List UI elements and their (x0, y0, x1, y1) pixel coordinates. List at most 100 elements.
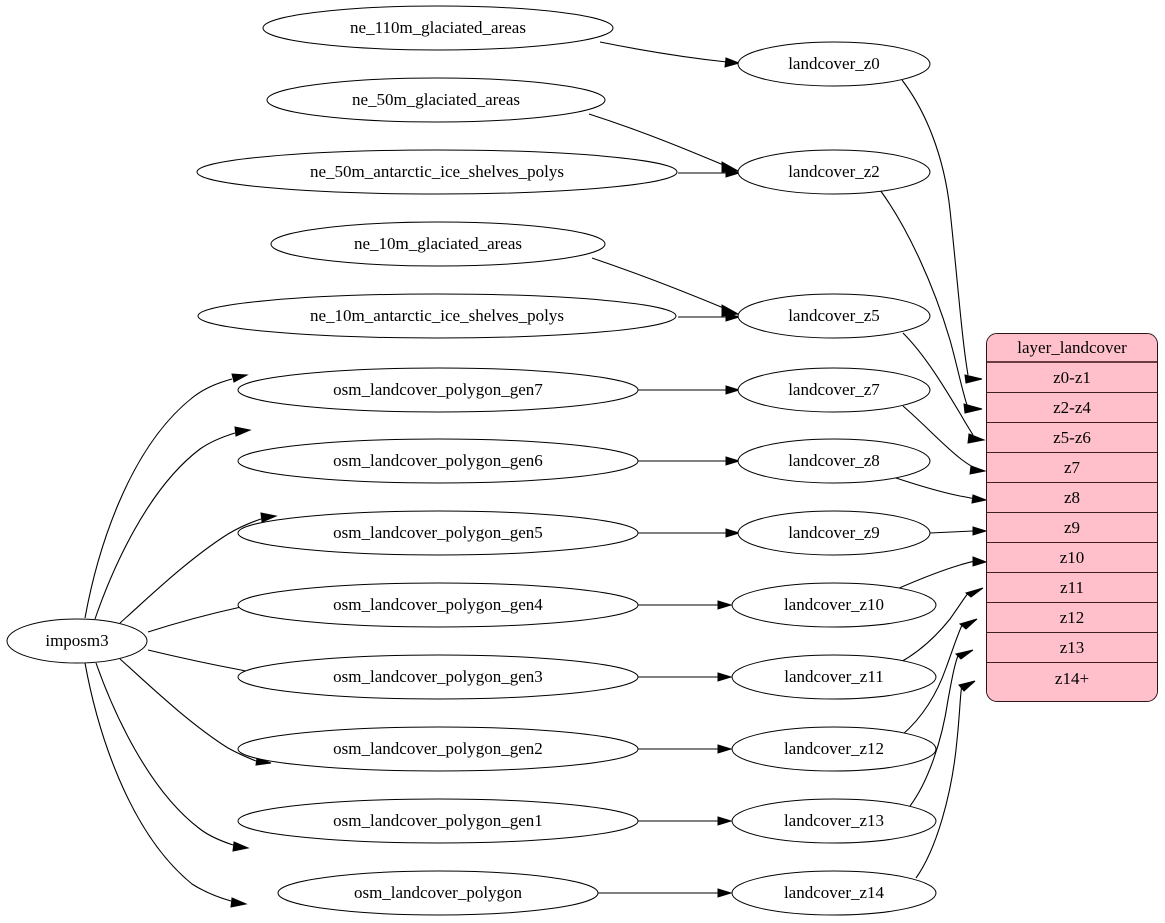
node-ne_10m_antarctic_ice_shelves_polys[interactable]: ne_10m_antarctic_ice_shelves_polys (197, 293, 677, 339)
table-row-z8[interactable]: z8 (987, 483, 1157, 513)
node-osm_landcover_polygon_gen3[interactable]: osm_landcover_polygon_gen3 (237, 654, 639, 700)
node-label: osm_landcover_polygon_gen4 (333, 595, 543, 614)
node-label: osm_landcover_polygon_gen2 (333, 739, 543, 758)
osm-node-group: osm_landcover_polygon_gen7 osm_landcover… (237, 367, 639, 916)
edge-imposm3-to-gen6 (94, 432, 236, 620)
node-shape[interactable] (731, 654, 937, 700)
node-shape[interactable] (237, 798, 639, 844)
node-shape[interactable] (277, 870, 599, 916)
arrow-head (717, 816, 733, 826)
node-shape[interactable] (731, 582, 937, 628)
arrow-head (717, 888, 733, 898)
table-row-z9[interactable]: z9 (987, 513, 1157, 543)
node-landcover_z13[interactable]: landcover_z13 (731, 798, 937, 844)
table-row-z7[interactable]: z7 (987, 453, 1157, 483)
table-row-z0-z1[interactable]: z0-z1 (987, 363, 1157, 393)
node-shape[interactable] (196, 149, 678, 195)
node-label: osm_landcover_polygon_gen7 (333, 380, 543, 399)
edge-imposm3-to-gen7 (84, 378, 233, 619)
node-shape[interactable] (237, 654, 639, 700)
node-shape[interactable] (266, 77, 606, 123)
node-landcover_z7[interactable]: landcover_z7 (737, 367, 931, 413)
node-label: landcover_z13 (784, 811, 884, 830)
node-shape[interactable] (237, 367, 639, 413)
arrow-head (724, 57, 741, 68)
table-row-z5-z6[interactable]: z5-z6 (987, 423, 1157, 453)
node-landcover_z14[interactable]: landcover_z14 (731, 870, 937, 916)
node-landcover_z10[interactable]: landcover_z10 (731, 582, 937, 628)
arrow-head (230, 897, 248, 908)
node-shape[interactable] (237, 582, 639, 628)
node-landcover_z12[interactable]: landcover_z12 (731, 726, 937, 772)
table-row-z2-z4[interactable]: z2-z4 (987, 393, 1157, 423)
node-landcover_z5[interactable]: landcover_z5 (737, 293, 931, 339)
node-shape[interactable] (237, 438, 639, 484)
node-shape[interactable] (270, 221, 606, 267)
node-osm_landcover_polygon_gen6[interactable]: osm_landcover_polygon_gen6 (237, 438, 639, 484)
edge-z2-to-row-z2z4 (879, 189, 968, 406)
node-shape[interactable] (197, 293, 677, 339)
node-label: osm_landcover_polygon_gen5 (333, 523, 543, 542)
node-landcover_z9[interactable]: landcover_z9 (737, 510, 931, 556)
arrow-head (963, 403, 983, 414)
node-osm_landcover_polygon_gen1[interactable]: osm_landcover_polygon_gen1 (237, 798, 639, 844)
table-row-z14-plus[interactable]: z14+ (987, 663, 1157, 694)
node-landcover_z0[interactable]: landcover_z0 (737, 41, 931, 87)
node-label: ne_50m_antarctic_ice_shelves_polys (310, 162, 564, 181)
arrow-head (964, 587, 984, 598)
arrow-head (725, 168, 741, 178)
edge-z13-to-row-z13 (909, 652, 960, 807)
node-shape[interactable] (737, 41, 931, 87)
table-row-z10[interactable]: z10 (987, 543, 1157, 573)
edge-imposm3-to-gen1 (95, 662, 234, 846)
landcover-node-group: landcover_z0 landcover_z2 landcover_z5 l… (731, 41, 937, 916)
node-shape[interactable] (737, 367, 931, 413)
node-ne_50m_glaciated_areas[interactable]: ne_50m_glaciated_areas (266, 77, 606, 123)
arrow-head (725, 312, 741, 322)
edge-z12-to-row-z12 (901, 622, 964, 736)
node-osm_landcover_polygon_gen5[interactable]: osm_landcover_polygon_gen5 (237, 510, 639, 556)
edge-z0-to-row-z0z1 (901, 79, 969, 376)
node-label: landcover_z7 (788, 380, 880, 399)
node-shape[interactable] (737, 149, 931, 195)
node-shape[interactable] (737, 293, 931, 339)
node-imposm3[interactable]: imposm3 (6, 618, 148, 664)
node-osm_landcover_polygon_gen7[interactable]: osm_landcover_polygon_gen7 (237, 367, 639, 413)
node-shape[interactable] (731, 798, 937, 844)
node-landcover_z8[interactable]: landcover_z8 (737, 438, 931, 484)
node-landcover_z11[interactable]: landcover_z11 (731, 654, 937, 700)
node-shape[interactable] (6, 618, 148, 664)
node-label: landcover_z2 (788, 162, 880, 181)
node-label: ne_10m_glaciated_areas (354, 234, 522, 253)
node-ne_10m_glaciated_areas[interactable]: ne_10m_glaciated_areas (270, 221, 606, 267)
arrow-head (260, 512, 278, 523)
node-label: landcover_z11 (784, 667, 883, 686)
table-row-z13[interactable]: z13 (987, 633, 1157, 663)
node-landcover_z2[interactable]: landcover_z2 (737, 149, 931, 195)
arrow-head (958, 618, 978, 630)
node-label: landcover_z9 (788, 523, 880, 542)
node-ne_50m_antarctic_ice_shelves_polys[interactable]: ne_50m_antarctic_ice_shelves_polys (196, 149, 678, 195)
node-ne_110m_glaciated_areas[interactable]: ne_110m_glaciated_areas (262, 5, 614, 51)
node-shape[interactable] (731, 726, 937, 772)
node-shape[interactable] (737, 510, 931, 556)
layer-landcover-table[interactable]: layer_landcover z0-z1 z2-z4 z5-z6 z7 z8 … (986, 333, 1158, 702)
edge-ne50glac-to-z2 (588, 113, 727, 167)
node-osm_landcover_polygon[interactable]: osm_landcover_polygon (277, 870, 599, 916)
arrow-head (967, 433, 986, 444)
node-shape[interactable] (737, 438, 931, 484)
node-label: osm_landcover_polygon_gen3 (333, 667, 543, 686)
table-row-z11[interactable]: z11 (987, 573, 1157, 603)
table-header-layer-landcover: layer_landcover (987, 334, 1157, 363)
arrow-head (717, 600, 733, 610)
table-row-z12[interactable]: z12 (987, 603, 1157, 633)
arrow-head (969, 465, 987, 475)
node-shape[interactable] (237, 726, 639, 772)
edge-z14-to-row-z14plus (915, 683, 963, 879)
node-osm_landcover_polygon_gen2[interactable]: osm_landcover_polygon_gen2 (237, 726, 639, 772)
node-shape[interactable] (262, 5, 614, 51)
node-osm_landcover_polygon_gen4[interactable]: osm_landcover_polygon_gen4 (237, 582, 639, 628)
edge-z9-to-row-z9 (929, 530, 974, 534)
node-shape[interactable] (731, 870, 937, 916)
node-shape[interactable] (237, 510, 639, 556)
